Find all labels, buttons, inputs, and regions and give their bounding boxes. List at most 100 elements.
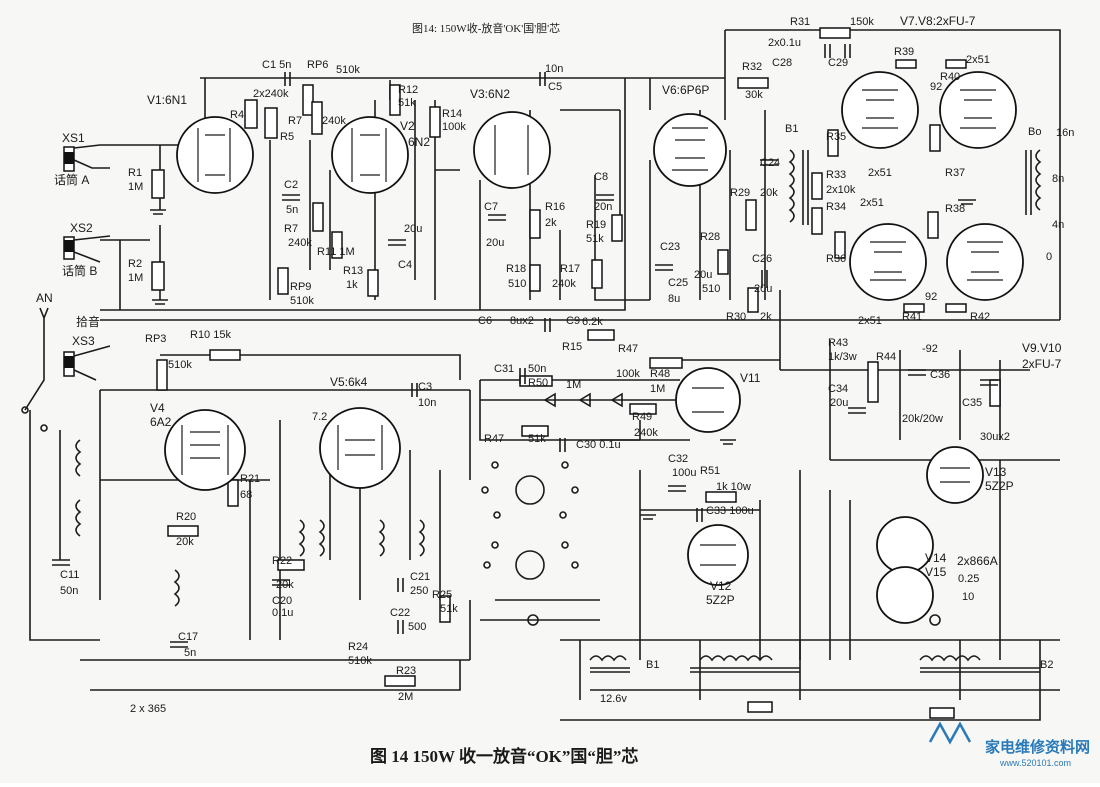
label-r31: R31 — [790, 16, 810, 28]
label-r30v: 2k — [760, 311, 772, 323]
label-b2: B2 — [1040, 659, 1053, 671]
label-r15: R15 — [562, 341, 582, 353]
label-c22v: 500 — [408, 621, 426, 633]
label-r7av: 240k — [322, 115, 346, 127]
jack-label-xs3_label: 拾音 — [76, 314, 100, 329]
label-r510: 510 — [702, 283, 720, 295]
label-c2: C2 — [284, 179, 298, 191]
label-c9: C9 — [566, 315, 580, 327]
label-c20v: 0.1u — [272, 607, 293, 619]
label-c33: C33 100u — [706, 505, 754, 517]
label-r20v: 20k — [176, 536, 194, 548]
label-r19: R19 — [586, 219, 606, 231]
capacitors — [52, 44, 998, 648]
label-p92b: 92 — [925, 291, 937, 303]
label-r62k: 6.2k — [582, 316, 603, 328]
label-r12: R12 — [398, 84, 418, 96]
band-switch — [480, 461, 941, 626]
tube-v9 — [849, 223, 927, 301]
label-r39: R39 — [894, 46, 914, 58]
tube-label-v1415t: 2x866A — [957, 554, 998, 568]
label-r2x240: 2x240k — [253, 88, 289, 100]
label-r14v: 100k — [442, 121, 466, 133]
label-r11: R11 1M — [317, 246, 355, 258]
label-c23: C23 — [660, 241, 680, 253]
label-r23: R23 — [396, 665, 416, 677]
label-b1b: B1 — [646, 659, 659, 671]
label-c34v: 20u — [830, 397, 848, 409]
label-rp9v: 510k — [290, 295, 314, 307]
label-r24: R24 — [348, 641, 368, 653]
tube-v1 — [176, 116, 254, 194]
label-c21v: 250 — [410, 585, 428, 597]
label-r17v: 240k — [552, 278, 576, 290]
label-bo: Bo — [1028, 126, 1041, 138]
label-r20k20w: 20k/20w — [902, 413, 943, 425]
tube-v15 — [876, 566, 934, 624]
tube-v8 — [939, 71, 1017, 149]
label-r22v: 20k — [276, 579, 294, 591]
jack-label-xs3: XS3 — [72, 334, 95, 348]
label-r32v: 30k — [745, 89, 763, 101]
label-r20u: 20u — [694, 269, 712, 281]
label-r2x51a: 2x51 — [966, 54, 990, 66]
label-r23v: 2M — [398, 691, 413, 703]
label-r47a: R47 — [618, 343, 638, 355]
tube-v2 — [331, 116, 409, 194]
label-c5v: 10n — [545, 63, 563, 75]
label-c11: C11 — [60, 569, 79, 581]
tube-v5 — [319, 407, 401, 489]
label-r20: R20 — [176, 511, 196, 523]
label-v126v: 12.6v — [600, 693, 627, 705]
label-r43v: 1k/3w — [828, 351, 857, 363]
tube-label-v15: V15 — [925, 565, 947, 579]
label-r2x10k: 2x10k — [826, 184, 856, 196]
label-r16v: 2k — [545, 217, 557, 229]
label-r43: R43 — [828, 337, 848, 349]
label-c31v: 50n — [528, 363, 546, 375]
tube-label-v4: V4 — [150, 401, 165, 415]
label-o8: 8n — [1052, 173, 1064, 185]
label-r29: R29 — [730, 187, 750, 199]
label-c36: C36 — [930, 369, 950, 381]
label-rp9: RP9 — [290, 281, 311, 293]
label-c4: C4 — [398, 259, 412, 271]
tube-v6 — [653, 113, 727, 187]
label-r22: R22 — [272, 555, 292, 567]
label-c22: C22 — [390, 607, 410, 619]
label-c2x365: 2 x 365 — [130, 703, 166, 715]
label-r44: R44 — [876, 351, 896, 363]
label-c26: C26 — [752, 253, 772, 265]
tube-label-v5: V5:6k4 — [330, 375, 368, 389]
watermark-url: www.520101.com — [999, 758, 1071, 768]
tube-label-v1: V1:6N1 — [147, 93, 187, 107]
transformers — [75, 149, 1042, 673]
label-c5: C5 — [548, 81, 562, 93]
label-p92a: 92 — [930, 81, 942, 93]
label-c17v: 5n — [184, 647, 196, 659]
label-r49: R49 — [632, 411, 652, 423]
label-r25v: 51k — [440, 603, 458, 615]
jack-label-xs2_label: 话筒 B — [62, 263, 97, 278]
label-c2v: 5n — [286, 204, 298, 216]
label-r2v: 1M — [128, 272, 143, 284]
tube-label-v2t: 6N2 — [408, 135, 430, 149]
label-r510k_top: 510k — [336, 64, 360, 76]
label-rp3: RP3 — [145, 333, 166, 345]
label-r21v: 68 — [240, 489, 252, 501]
tube-label-v7v8: V7.V8:2xFU-7 — [900, 14, 976, 28]
label-r19v: 51k — [586, 233, 604, 245]
label-r18v: 510 — [508, 278, 526, 290]
label-r2: R2 — [128, 258, 142, 270]
label-c24: C24 — [760, 157, 780, 169]
label-r5: R5 — [280, 131, 294, 143]
wiring — [29, 29, 1061, 721]
label-r51v: 1k 10w — [716, 481, 751, 493]
label-c7v: 20u — [486, 237, 504, 249]
label-r10n: 10 — [962, 591, 974, 603]
watermark-text: 家电维修资料网 — [985, 738, 1090, 756]
label-c26v: 20u — [754, 283, 772, 295]
label-o4: 4n — [1052, 219, 1064, 231]
jack-label-an: AN — [36, 291, 53, 305]
